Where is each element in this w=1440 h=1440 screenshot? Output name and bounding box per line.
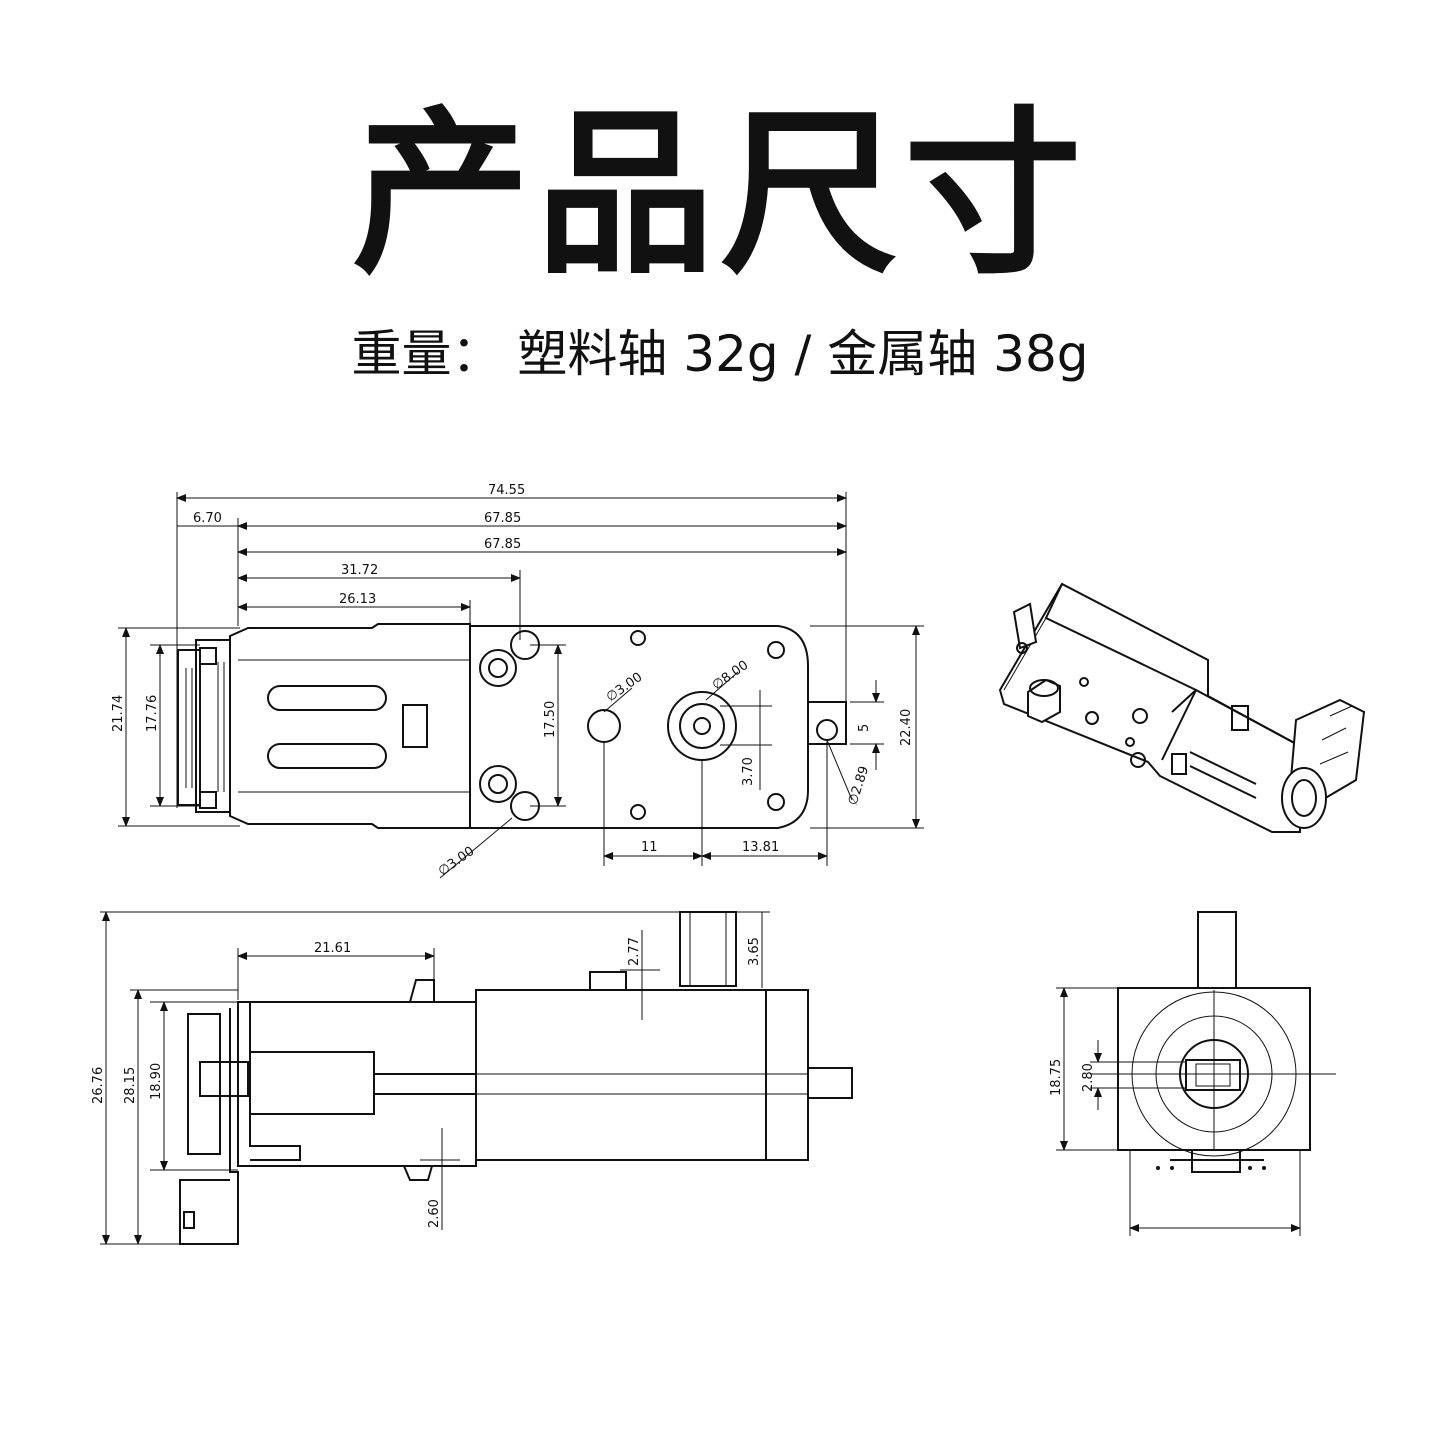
dim-tab-hole: ∅2.89 <box>846 764 873 807</box>
dim-hole-pos-1: 31.72 <box>341 563 378 578</box>
dim-hole-dia-small: ∅3.00 <box>604 670 646 705</box>
page-title: 产品尺寸 <box>352 91 1088 298</box>
dim-side-foot: 2.60 <box>427 1199 442 1228</box>
dim-shaft-to-hole: 11 <box>641 840 658 855</box>
dim-hole-span: 17.50 <box>543 701 558 738</box>
dim-mount-hole: ∅3.00 <box>436 844 478 879</box>
dim-motor-offset: 6.70 <box>193 511 222 526</box>
dim-end-height: 18.75 <box>1049 1059 1064 1096</box>
dim-length-b: 67.85 <box>484 537 521 552</box>
dim-end-flat: 2.80 <box>1081 1063 1096 1092</box>
dim-shaft-to-tab: 13.81 <box>742 840 779 855</box>
dim-side-h1: 28.15 <box>123 1067 138 1104</box>
weight-subtitle: 重量： 塑料轴 32g / 金属轴 38g <box>351 325 1089 383</box>
top-view <box>118 492 924 879</box>
dim-hole-pos-2: 26.13 <box>339 592 376 607</box>
end-view <box>1056 911 1336 1236</box>
dim-body-height: 22.40 <box>899 709 914 746</box>
isometric-view <box>998 582 1366 833</box>
dim-side-shaft: 3.65 <box>747 937 762 966</box>
dim-total-length: 74.55 <box>488 483 525 498</box>
dim-side-length: 21.61 <box>314 941 351 956</box>
dim-side-total: 26.76 <box>91 1067 106 1104</box>
dim-height-outer: 21.74 <box>111 695 126 732</box>
dim-shaft-dia: ∅8.00 <box>710 658 752 693</box>
dim-height-inner: 17.76 <box>145 695 160 732</box>
dim-length-a: 67.85 <box>484 511 521 526</box>
dim-tab-height: 5 <box>857 724 872 732</box>
dim-side-h2: 18.90 <box>149 1063 164 1100</box>
side-view <box>100 911 853 1245</box>
dim-shaft-offset: 3.70 <box>741 757 756 786</box>
dim-side-bump: 2.77 <box>627 937 642 966</box>
